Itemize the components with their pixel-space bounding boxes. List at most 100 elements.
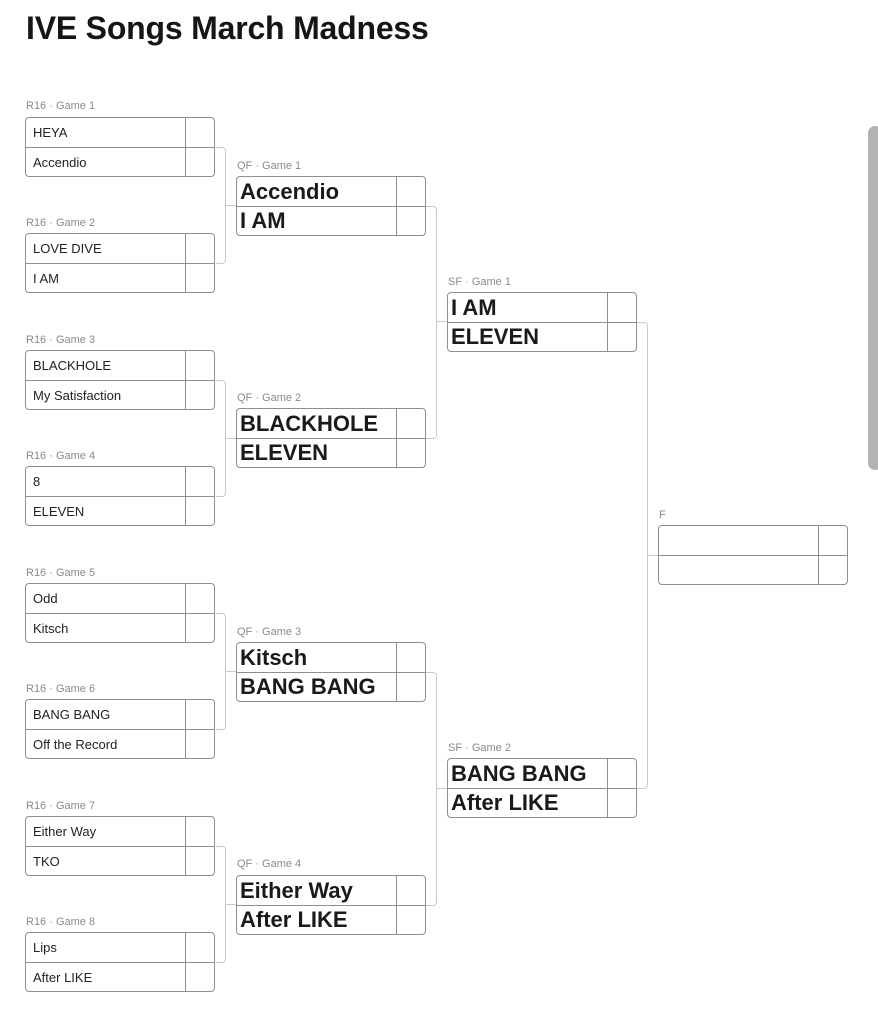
bracket-connector [216,613,226,730]
r16-game-5: Odd Kitsch [25,583,215,643]
team-slot[interactable]: BLACKHOLE [26,351,186,380]
team-slot[interactable]: ELEVEN [26,496,186,525]
r16-game-2-label: R16 · Game 2 [26,217,96,229]
bracket-connector-tick [226,438,236,439]
r16-game-7: Either Way TKO [25,816,215,876]
qf-game-1: Accendio I AM [236,176,426,236]
team-slot[interactable]: BLACKHOLE [237,409,397,438]
vertical-scrollbar[interactable] [868,126,878,470]
final-label: F [659,509,666,521]
qf-game-4-label: QF · Game 4 [237,858,302,870]
team-slot[interactable]: Odd [26,584,186,613]
r16-game-2: LOVE DIVE I AM [25,233,215,293]
score-slot[interactable] [186,380,214,409]
qf-game-4: Either Way After LIKE [236,875,426,935]
r16-game-3: BLACKHOLE My Satisfaction [25,350,215,410]
team-slot[interactable] [659,526,819,555]
team-slot[interactable]: ELEVEN [237,438,397,467]
team-slot[interactable]: BANG BANG [448,759,608,788]
team-slot[interactable]: After LIKE [448,788,608,817]
bracket-connector-tick [226,205,236,206]
score-slot[interactable] [397,905,425,934]
team-slot[interactable]: Lips [26,933,186,962]
team-slot[interactable]: Off the Record [26,729,186,758]
team-slot[interactable]: I AM [237,206,397,235]
team-slot[interactable]: BANG BANG [237,672,397,701]
team-slot[interactable]: TKO [26,846,186,875]
score-slot[interactable] [186,263,214,292]
score-slot[interactable] [397,438,425,467]
r16-game-5-label: R16 · Game 5 [26,567,96,579]
score-slot[interactable] [608,759,636,788]
team-slot[interactable]: Either Way [237,876,397,905]
r16-game-6: BANG BANG Off the Record [25,699,215,759]
score-slot[interactable] [186,234,214,263]
score-slot[interactable] [186,584,214,613]
bracket-connector [426,672,437,906]
r16-game-4-label: R16 · Game 4 [26,450,96,462]
score-slot[interactable] [608,322,636,351]
score-slot[interactable] [186,496,214,525]
score-slot[interactable] [397,643,425,672]
score-slot[interactable] [819,555,847,584]
r16-game-6-label: R16 · Game 6 [26,683,96,695]
team-slot[interactable]: HEYA [26,118,186,147]
sf-game-1-label: SF · Game 1 [448,276,511,288]
bracket-connector-tick [437,321,447,322]
team-slot[interactable]: After LIKE [237,905,397,934]
bracket-connector-tick [437,788,447,789]
score-slot[interactable] [186,817,214,846]
qf-game-2-label: QF · Game 2 [237,392,302,404]
score-slot[interactable] [186,729,214,758]
bracket-connector-tick [648,555,658,556]
team-slot[interactable]: My Satisfaction [26,380,186,409]
r16-game-4: 8 ELEVEN [25,466,215,526]
sf-game-2: BANG BANG After LIKE [447,758,637,818]
score-slot[interactable] [397,876,425,905]
sf-game-1: I AM ELEVEN [447,292,637,352]
team-slot[interactable]: I AM [448,293,608,322]
bracket-connector [216,147,226,264]
score-slot[interactable] [397,672,425,701]
score-slot[interactable] [186,467,214,496]
team-slot[interactable]: BANG BANG [26,700,186,729]
bracket-connector-tick [226,671,236,672]
score-slot[interactable] [397,177,425,206]
team-slot[interactable] [659,555,819,584]
score-slot[interactable] [186,351,214,380]
bracket-connector [637,322,648,789]
team-slot[interactable]: After LIKE [26,962,186,991]
team-slot[interactable]: Accendio [237,177,397,206]
team-slot[interactable]: Either Way [26,817,186,846]
score-slot[interactable] [186,933,214,962]
score-slot[interactable] [186,613,214,642]
bracket-connector [216,380,226,497]
score-slot[interactable] [608,788,636,817]
page-title: IVE Songs March Madness [26,10,429,46]
qf-game-1-label: QF · Game 1 [237,160,302,172]
score-slot[interactable] [397,206,425,235]
score-slot[interactable] [186,118,214,147]
team-slot[interactable]: 8 [26,467,186,496]
score-slot[interactable] [608,293,636,322]
bracket-connector-tick [226,904,236,905]
score-slot[interactable] [819,526,847,555]
score-slot[interactable] [397,409,425,438]
r16-game-8-label: R16 · Game 8 [26,916,96,928]
score-slot[interactable] [186,700,214,729]
qf-game-3: Kitsch BANG BANG [236,642,426,702]
r16-game-8: Lips After LIKE [25,932,215,992]
score-slot[interactable] [186,147,214,176]
score-slot[interactable] [186,962,214,991]
team-slot[interactable]: ELEVEN [448,322,608,351]
final-game [658,525,848,585]
team-slot[interactable]: I AM [26,263,186,292]
qf-game-2: BLACKHOLE ELEVEN [236,408,426,468]
r16-game-3-label: R16 · Game 3 [26,334,96,346]
team-slot[interactable]: LOVE DIVE [26,234,186,263]
team-slot[interactable]: Kitsch [26,613,186,642]
score-slot[interactable] [186,846,214,875]
team-slot[interactable]: Accendio [26,147,186,176]
bracket-connector [426,206,437,439]
team-slot[interactable]: Kitsch [237,643,397,672]
